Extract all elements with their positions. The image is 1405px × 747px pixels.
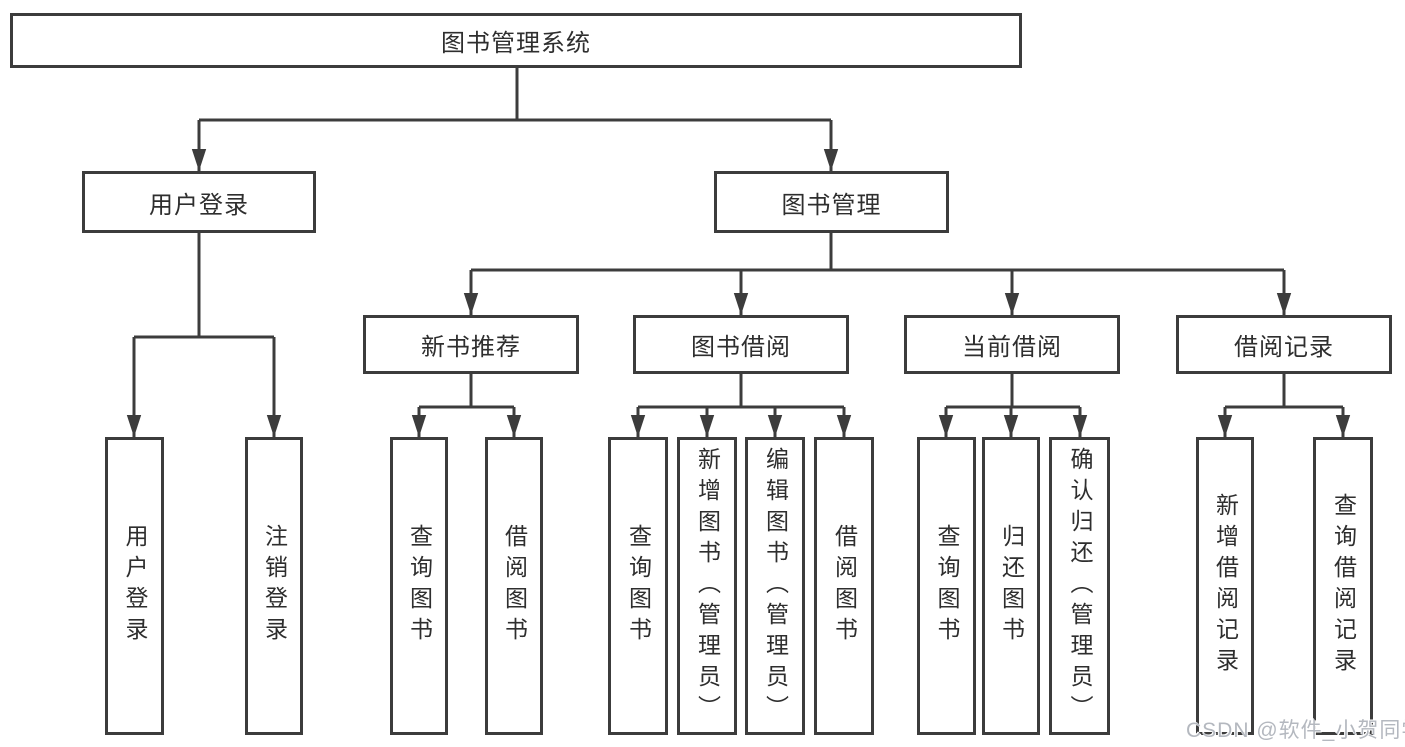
node-borrow-records-label: 借阅记录 — [1234, 334, 1334, 361]
node-book-borrowing-label: 图书借阅 — [691, 334, 791, 361]
node-book-borrowing: 图书借阅 — [633, 315, 849, 374]
leaf-borrow-books: 借阅图书 — [814, 437, 874, 735]
leaf-add-borrow-record-label: 新增借阅记录 — [1212, 493, 1239, 679]
node-current-borrowing-label: 当前借阅 — [962, 334, 1062, 361]
leaf-query-books-borrow-label: 查询图书 — [625, 524, 652, 648]
node-borrow-records: 借阅记录 — [1176, 315, 1392, 374]
leaf-user-login: 用户登录 — [105, 437, 164, 735]
node-new-book-recommend: 新书推荐 — [363, 315, 579, 374]
leaf-add-books-admin-label: 新增图书（管理员） — [694, 446, 721, 726]
csdn-watermark: CSDN @软件_小贺同学 — [1186, 719, 1405, 742]
leaf-logout-label: 注销登录 — [261, 524, 288, 648]
leaf-borrow-books-label: 借阅图书 — [831, 524, 858, 648]
leaf-edit-books-admin: 编辑图书（管理员） — [745, 437, 805, 735]
leaf-add-books-admin: 新增图书（管理员） — [677, 437, 737, 735]
leaf-user-login-label: 用户登录 — [122, 524, 148, 648]
leaf-borrow-books-recommend-label: 借阅图书 — [501, 524, 528, 648]
leaf-return-books-label: 归还图书 — [998, 524, 1025, 648]
node-root-label: 图书管理系统 — [441, 30, 591, 57]
leaf-query-borrow-record: 查询借阅记录 — [1313, 437, 1373, 735]
leaf-logout: 注销登录 — [245, 437, 303, 735]
leaf-query-borrow-record-label: 查询借阅记录 — [1330, 493, 1357, 679]
leaf-query-books-current-label: 查询图书 — [934, 524, 960, 648]
node-book-management: 图书管理 — [714, 171, 949, 233]
leaf-query-books-current: 查询图书 — [917, 437, 976, 735]
node-current-borrowing: 当前借阅 — [904, 315, 1120, 374]
leaf-query-books-borrow: 查询图书 — [608, 437, 668, 735]
node-root: 图书管理系统 — [10, 13, 1022, 68]
node-user-login: 用户登录 — [82, 171, 316, 233]
leaf-add-borrow-record: 新增借阅记录 — [1196, 437, 1254, 735]
leaf-edit-books-admin-label: 编辑图书（管理员） — [762, 446, 789, 726]
leaf-borrow-books-recommend: 借阅图书 — [485, 437, 543, 735]
node-user-login-label: 用户登录 — [149, 191, 249, 219]
leaf-query-books-recommend-label: 查询图书 — [406, 524, 433, 648]
leaf-return-books: 归还图书 — [982, 437, 1040, 735]
node-book-management-label: 图书管理 — [781, 191, 882, 219]
leaf-confirm-return-admin-label: 确认归还（管理员） — [1067, 446, 1093, 726]
leaf-query-books-recommend: 查询图书 — [390, 437, 448, 735]
node-new-book-recommend-label: 新书推荐 — [421, 334, 521, 361]
leaf-confirm-return-admin: 确认归还（管理员） — [1049, 437, 1110, 735]
